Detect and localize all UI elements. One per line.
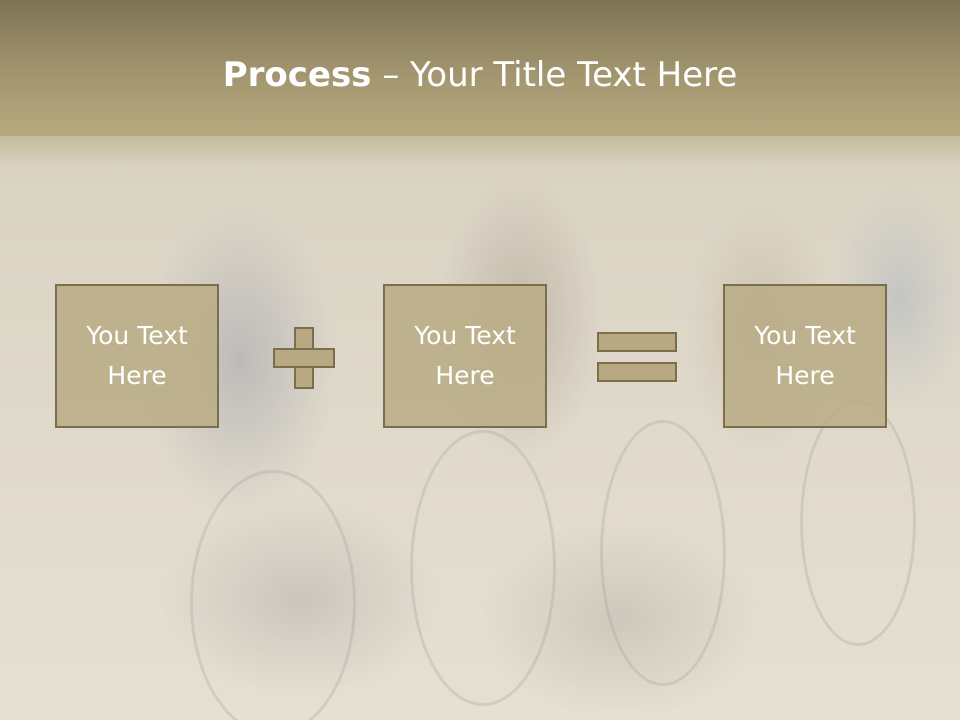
title-text: – Your Title Text Here	[371, 55, 738, 95]
title-bold: Process	[222, 55, 372, 95]
box-1-line-2: Here	[107, 361, 167, 390]
box-3-line-1: You Text	[754, 321, 856, 350]
process-box-1[interactable]: You Text Here	[55, 284, 219, 428]
equals-icon	[597, 332, 677, 384]
plus-icon	[273, 327, 335, 389]
title-band	[0, 0, 960, 136]
box-1-line-1: You Text	[86, 321, 188, 350]
title-band-fade	[0, 136, 960, 168]
background-overlay	[0, 136, 960, 720]
slide-title: Process – Your Title Text Here	[0, 52, 960, 98]
box-2-line-1: You Text	[414, 321, 516, 350]
process-box-2[interactable]: You Text Here	[383, 284, 547, 428]
box-2-line-2: Here	[435, 361, 495, 390]
box-3-line-2: Here	[775, 361, 835, 390]
process-box-3[interactable]: You Text Here	[723, 284, 887, 428]
